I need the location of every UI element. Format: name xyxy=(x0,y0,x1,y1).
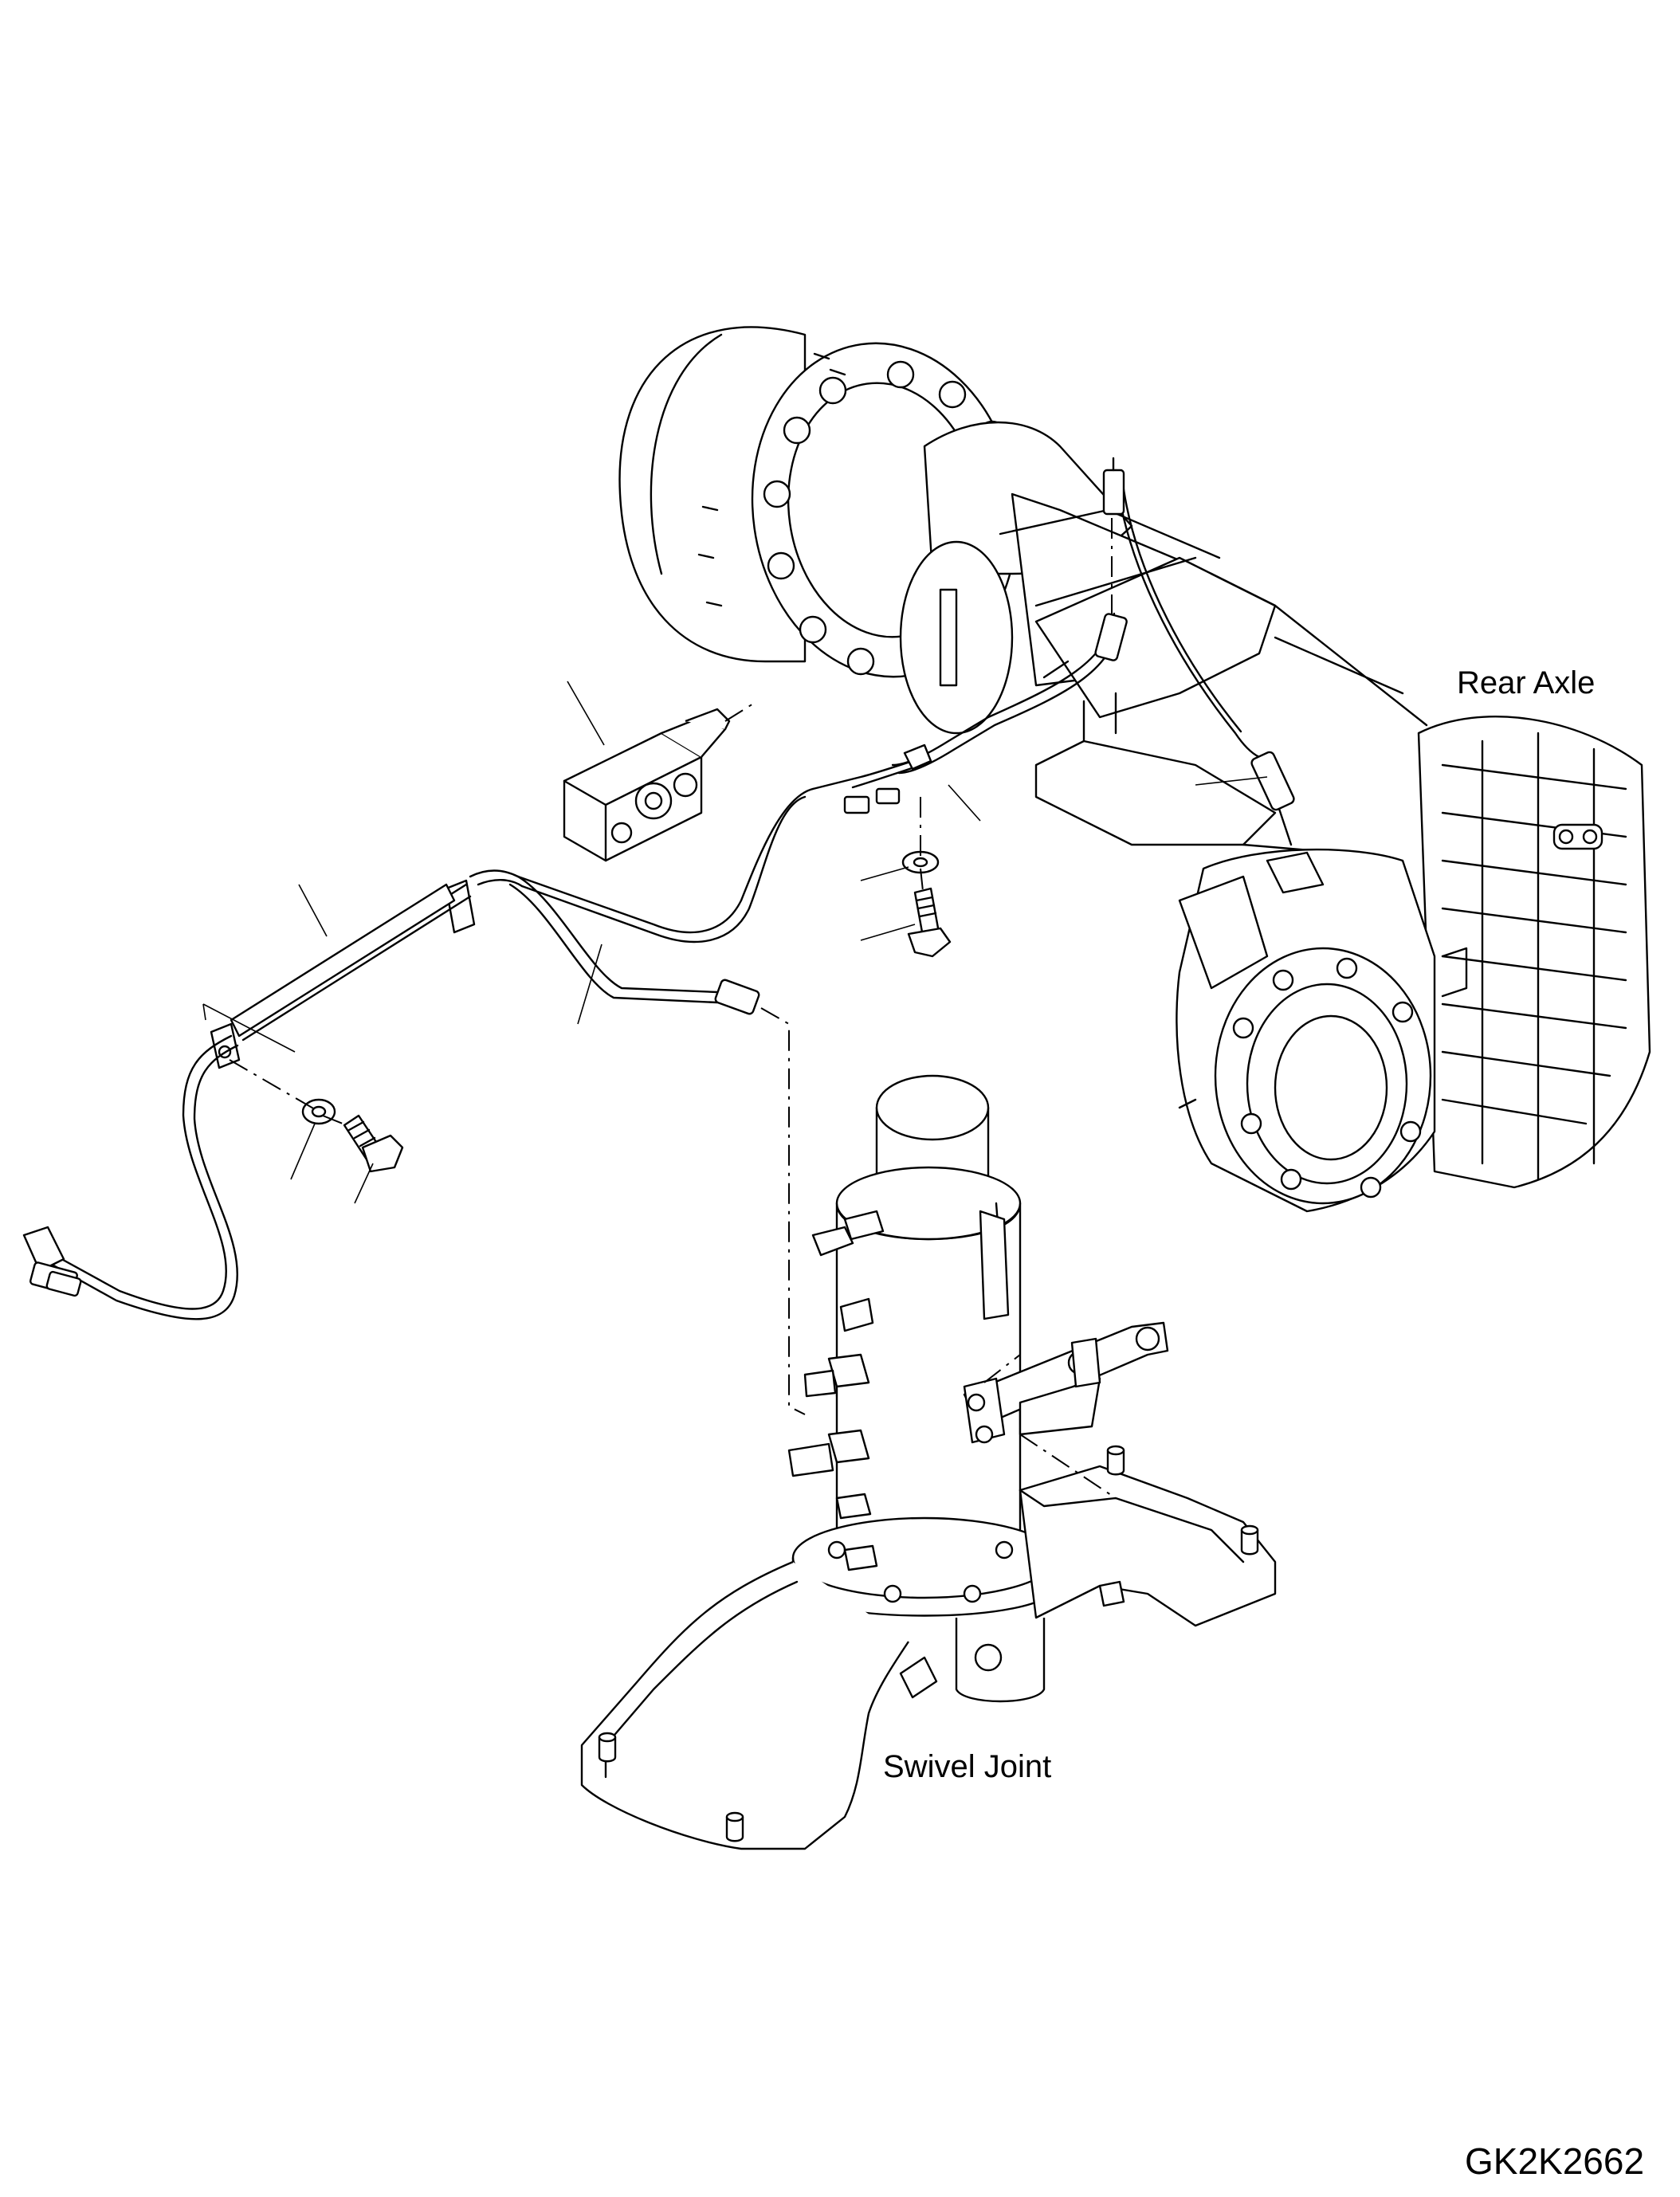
rear-axle-label: Rear Axle xyxy=(1457,665,1596,700)
assembly-lines xyxy=(229,518,1117,1499)
bolt-upper xyxy=(907,887,952,958)
solenoid-valve xyxy=(563,708,731,862)
mounting-frame xyxy=(580,1445,1277,1850)
wire-harness xyxy=(22,612,1128,1320)
speed-sensor xyxy=(1102,457,1295,846)
harness-clamp xyxy=(903,743,932,771)
sensor-bracket xyxy=(1266,851,1325,894)
axle-outline-line xyxy=(1034,556,1428,727)
swivel-joint xyxy=(787,1074,1169,1703)
end-connector xyxy=(22,1226,65,1273)
figure-code: GK2K2662 xyxy=(1465,2140,1645,2182)
axle-center-housing xyxy=(1034,556,1404,854)
axle-differential-housing xyxy=(1417,716,1651,1189)
rear-axle-assembly xyxy=(618,326,1651,1213)
bolt-lower xyxy=(343,1114,404,1173)
leader-lines xyxy=(202,681,1268,1204)
protective-sleeve xyxy=(230,883,456,1038)
washer-lower xyxy=(301,1098,336,1125)
swivel-joint-label: Swivel Joint xyxy=(883,1749,1052,1784)
axle-end-housing xyxy=(1176,848,1468,1213)
